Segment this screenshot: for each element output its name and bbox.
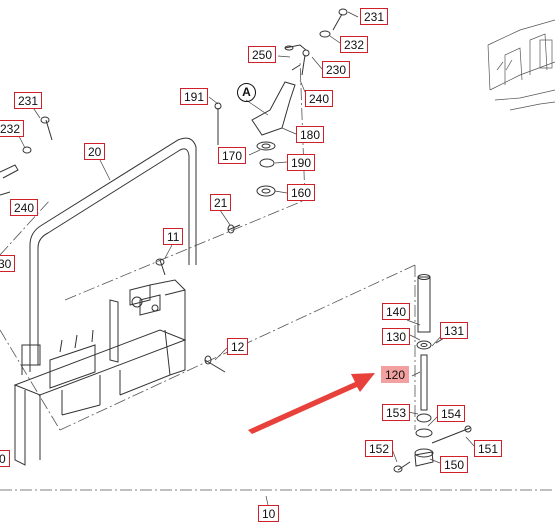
callout-part-231-left[interactable]: 231 — [14, 92, 43, 109]
callout-part-180[interactable]: 180 — [296, 126, 325, 143]
callout-part-131[interactable]: 131 — [440, 322, 469, 339]
callout-part-120-highlighted[interactable]: 120 — [381, 366, 410, 383]
callout-part-154[interactable]: 154 — [437, 405, 466, 422]
callout-part-230[interactable]: 230 — [322, 61, 351, 78]
callout-part-190[interactable]: 190 — [287, 154, 316, 171]
callout-part-232-top[interactable]: 232 — [340, 36, 369, 53]
callout-part-151[interactable]: 151 — [474, 440, 503, 457]
highlight-arrow — [248, 373, 375, 434]
callout-part-140[interactable]: 140 — [382, 303, 411, 320]
callout-part-160[interactable]: 160 — [287, 184, 316, 201]
callout-part-231-top[interactable]: 231 — [360, 8, 389, 25]
reference-marker-a: A — [237, 83, 256, 102]
callout-part-0-left[interactable]: 0 — [0, 450, 10, 467]
callout-part-153[interactable]: 153 — [382, 404, 411, 421]
callout-part-240-top[interactable]: 240 — [305, 90, 334, 107]
bracket-assembly — [214, 8, 348, 197]
left-fasteners — [0, 116, 241, 373]
callout-part-12[interactable]: 12 — [227, 338, 249, 355]
callout-part-170[interactable]: 170 — [218, 147, 247, 164]
boundary-lines — [0, 59, 555, 491]
callout-part-191[interactable]: 191 — [180, 88, 209, 105]
callout-part-250[interactable]: 250 — [248, 46, 277, 63]
callout-part-240-left[interactable]: 240 — [10, 199, 39, 216]
frame-assembly — [13, 137, 197, 466]
callout-part-232-left[interactable]: 232 — [0, 120, 25, 137]
callout-part-20[interactable]: 20 — [84, 143, 106, 160]
callout-part-11[interactable]: 11 — [163, 228, 184, 245]
shaft-assembly — [393, 274, 472, 473]
callout-part-150[interactable]: 150 — [440, 456, 469, 473]
callout-part-10-bottom[interactable]: 10 — [258, 505, 280, 522]
callout-part-152[interactable]: 152 — [365, 440, 394, 457]
callout-part-130[interactable]: 130 — [382, 328, 411, 345]
callout-part-30-left[interactable]: 30 — [0, 255, 16, 272]
callout-part-21[interactable]: 21 — [210, 194, 232, 211]
machine-inset-sketch — [487, 19, 555, 111]
leader-lines — [14, 11, 476, 506]
